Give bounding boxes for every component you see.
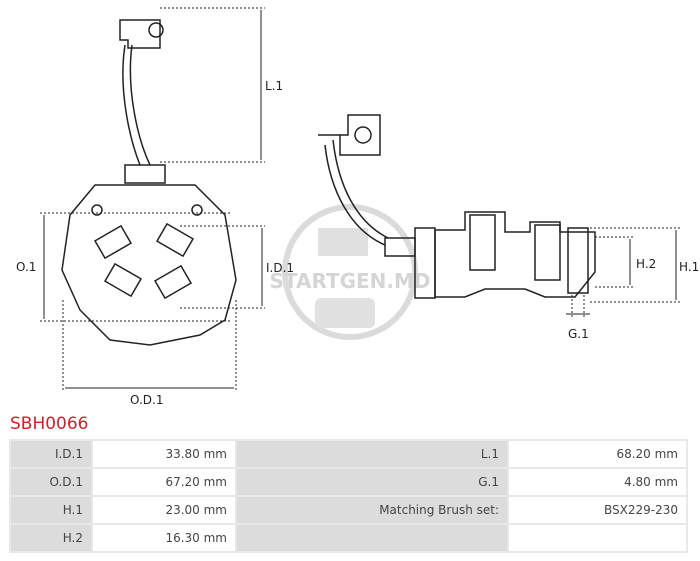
specs-table: I.D.1 33.80 mm L.1 68.20 mm O.D.1 67.20 … xyxy=(9,439,688,553)
spec-value: 67.20 mm xyxy=(93,469,235,495)
spec-label: H.1 xyxy=(11,497,91,523)
table-row: O.D.1 67.20 mm G.1 4.80 mm xyxy=(11,469,686,495)
technical-drawing: STARTGEN.MD xyxy=(16,7,699,407)
spec-label xyxy=(237,525,507,551)
spec-value: 16.30 mm xyxy=(93,525,235,551)
spec-value: 23.00 mm xyxy=(93,497,235,523)
spec-label: G.1 xyxy=(237,469,507,495)
spec-value: BSX229-230 xyxy=(509,497,686,523)
dim-label-h2: H.2 xyxy=(636,257,656,271)
spec-value xyxy=(509,525,686,551)
side-view xyxy=(318,114,596,299)
dim-label-g1: G.1 xyxy=(568,327,589,341)
front-dimensions xyxy=(40,7,265,392)
table-row: H.1 23.00 mm Matching Brush set: BSX229-… xyxy=(11,497,686,523)
side-dimensions xyxy=(566,227,680,318)
spec-label: H.2 xyxy=(11,525,91,551)
spec-value: 33.80 mm xyxy=(93,441,235,467)
dim-label-o1: O.1 xyxy=(16,260,36,274)
table-row: I.D.1 33.80 mm L.1 68.20 mm xyxy=(11,441,686,467)
watermark-logo: STARTGEN.MD xyxy=(269,204,431,340)
spec-label: L.1 xyxy=(237,441,507,467)
spec-label: O.D.1 xyxy=(11,469,91,495)
dim-label-id1: I.D.1 xyxy=(266,261,294,275)
spec-value: 4.80 mm xyxy=(509,469,686,495)
spec-value: 68.20 mm xyxy=(509,441,686,467)
table-row: H.2 16.30 mm xyxy=(11,525,686,551)
front-view xyxy=(61,19,237,346)
dim-label-od1: O.D.1 xyxy=(130,393,163,407)
dim-label-l1: L.1 xyxy=(265,79,283,93)
watermark-text: STARTGEN.MD xyxy=(269,269,430,293)
spec-label: I.D.1 xyxy=(11,441,91,467)
dim-label-h1: H.1 xyxy=(679,260,699,274)
product-code: SBH0066 xyxy=(10,414,89,434)
spec-label: Matching Brush set: xyxy=(237,497,507,523)
